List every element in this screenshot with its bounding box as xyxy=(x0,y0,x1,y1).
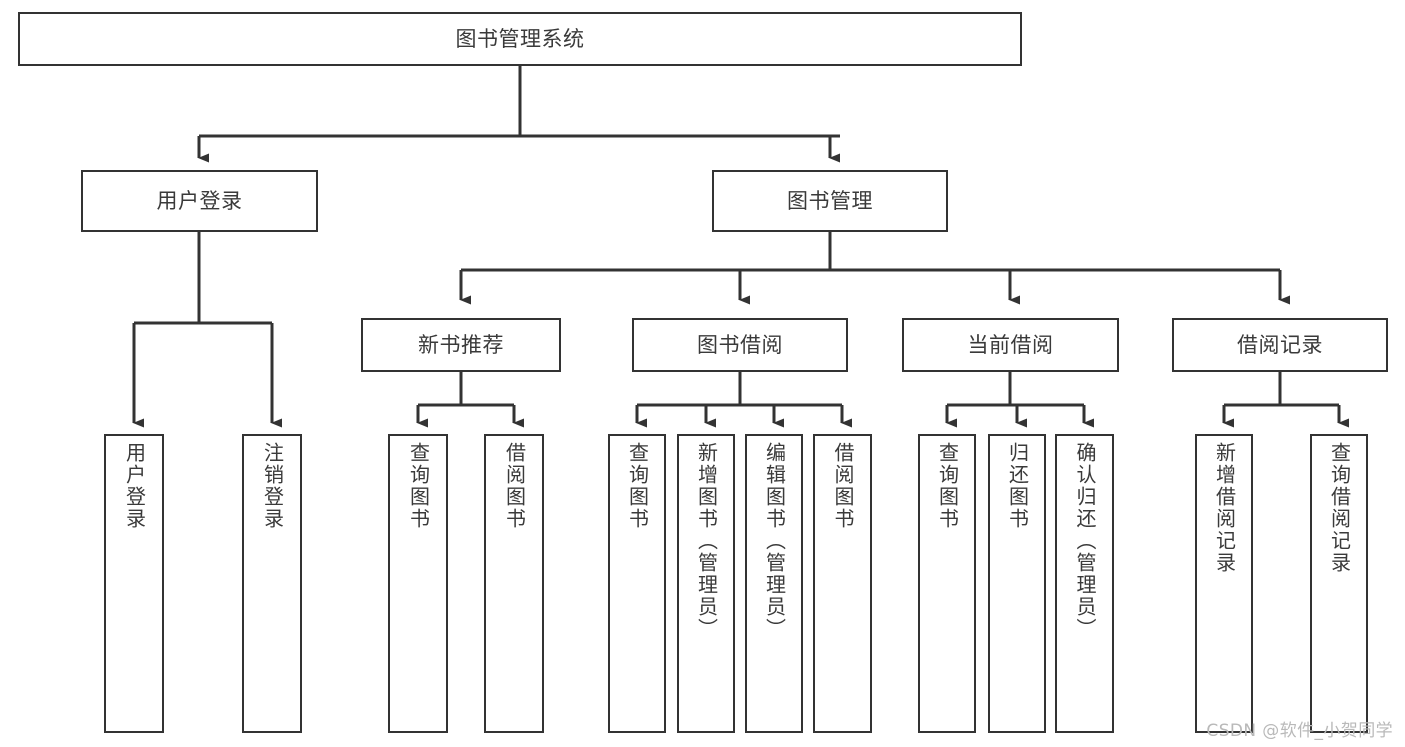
node-leaf-add-book[interactable]: 新增图书（管理员） xyxy=(677,434,735,733)
node-leaf-return-book[interactable]: 归还图书 xyxy=(988,434,1046,733)
node-leaf-query-book-1-label: 查询图书 xyxy=(406,442,431,530)
node-leaf-logout-login-label: 注销登录 xyxy=(260,442,285,530)
node-leaf-query-record[interactable]: 查询借阅记录 xyxy=(1310,434,1368,733)
node-leaf-logout-login[interactable]: 注销登录 xyxy=(242,434,302,733)
node-current-borrow[interactable]: 当前借阅 xyxy=(902,318,1119,372)
node-leaf-return-book-label: 归还图书 xyxy=(1005,442,1030,530)
node-book-manage[interactable]: 图书管理 xyxy=(712,170,948,232)
node-leaf-add-record-label: 新增借阅记录 xyxy=(1212,442,1237,574)
node-leaf-borrow-book-1-label: 借阅图书 xyxy=(502,442,527,530)
node-leaf-query-record-label: 查询借阅记录 xyxy=(1327,442,1352,574)
node-leaf-user-login[interactable]: 用户登录 xyxy=(104,434,164,733)
watermark-text: CSDN @软件_小贺同学 xyxy=(1206,721,1393,741)
node-current-borrow-label: 当前借阅 xyxy=(967,332,1054,357)
node-leaf-borrow-book-1[interactable]: 借阅图书 xyxy=(484,434,544,733)
node-new-book-recommend-label: 新书推荐 xyxy=(418,332,504,357)
node-borrow-record[interactable]: 借阅记录 xyxy=(1172,318,1388,372)
node-leaf-add-book-label: 新增图书（管理员） xyxy=(694,442,719,640)
node-leaf-borrow-book-2-label: 借阅图书 xyxy=(831,442,855,530)
node-new-book-recommend[interactable]: 新书推荐 xyxy=(361,318,561,372)
node-leaf-edit-book-label: 编辑图书（管理员） xyxy=(762,442,787,640)
node-book-manage-label: 图书管理 xyxy=(787,188,873,213)
node-user-login-label: 用户登录 xyxy=(156,188,243,213)
node-leaf-edit-book[interactable]: 编辑图书（管理员） xyxy=(745,434,803,733)
node-leaf-query-book-1[interactable]: 查询图书 xyxy=(388,434,448,733)
node-leaf-add-record[interactable]: 新增借阅记录 xyxy=(1195,434,1253,733)
node-leaf-query-book-2-label: 查询图书 xyxy=(625,442,650,530)
node-leaf-query-book-3-label: 查询图书 xyxy=(935,442,960,530)
node-leaf-query-book-3[interactable]: 查询图书 xyxy=(918,434,976,733)
node-root[interactable]: 图书管理系统 xyxy=(18,12,1022,66)
node-user-login[interactable]: 用户登录 xyxy=(81,170,318,232)
node-borrow-record-label: 借阅记录 xyxy=(1237,332,1323,357)
node-root-label: 图书管理系统 xyxy=(455,26,585,51)
node-leaf-query-book-2[interactable]: 查询图书 xyxy=(608,434,666,733)
node-leaf-confirm-return-label: 确认归还（管理员） xyxy=(1073,442,1097,640)
node-leaf-borrow-book-2[interactable]: 借阅图书 xyxy=(813,434,872,733)
node-leaf-confirm-return[interactable]: 确认归还（管理员） xyxy=(1055,434,1114,733)
node-book-borrow[interactable]: 图书借阅 xyxy=(632,318,848,372)
node-book-borrow-label: 图书借阅 xyxy=(697,332,783,357)
node-leaf-user-login-label: 用户登录 xyxy=(122,442,147,530)
